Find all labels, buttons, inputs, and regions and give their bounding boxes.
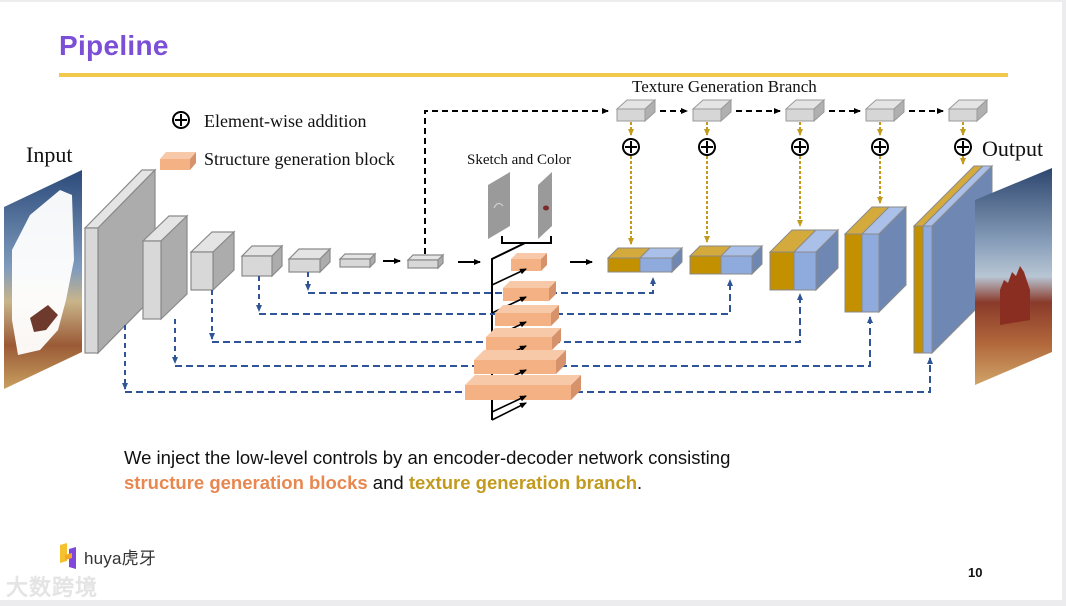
decoder-block xyxy=(768,228,840,292)
structure-phrase: structure generation blocks xyxy=(124,472,368,493)
page-title: Pipeline xyxy=(59,30,169,61)
skip-connection xyxy=(175,316,873,367)
structure-block xyxy=(511,253,547,271)
huya-logo-icon xyxy=(60,543,76,569)
logo-text: huya虎牙 xyxy=(84,548,157,568)
addition-icon xyxy=(791,138,809,156)
decoder-block xyxy=(843,205,908,314)
texture-branch-label: Texture Generation Branch xyxy=(632,77,817,96)
addition-icon xyxy=(954,138,972,156)
skip-connection xyxy=(212,293,803,343)
texture-generation-branch xyxy=(615,98,989,156)
encoder-block xyxy=(189,230,236,292)
caption-line-2: structure generation blocks and texture … xyxy=(124,470,730,495)
texture-block xyxy=(615,98,657,123)
skip-connection xyxy=(125,357,933,393)
sketch-color-label: Sketch and Color xyxy=(467,152,571,168)
sketch-inject-arrow xyxy=(491,395,527,413)
texture-block xyxy=(691,98,733,123)
encoder-block xyxy=(240,244,284,278)
texture-block xyxy=(947,98,989,123)
decoder xyxy=(606,156,994,355)
addition-icon xyxy=(172,111,190,129)
decoder-block xyxy=(688,244,764,276)
texture-phrase: texture generation branch xyxy=(408,472,638,493)
input-label: Input xyxy=(26,142,72,167)
texture-branch-input-arrow xyxy=(424,108,609,254)
structure-block xyxy=(486,328,561,350)
encoder-block xyxy=(338,252,377,269)
legend-addition-label: Element-wise addition xyxy=(204,111,366,131)
huya-logo: huya虎牙 xyxy=(60,543,156,569)
skip-connections xyxy=(122,272,933,393)
caption-period: . xyxy=(637,472,643,493)
encoder xyxy=(83,168,445,355)
encoder-block xyxy=(83,168,157,355)
watermark: 大数跨境 xyxy=(6,575,99,600)
decoder-block xyxy=(606,246,684,274)
output-image xyxy=(975,168,1052,385)
sketch-inject-arrow xyxy=(491,268,527,286)
bottleneck-block xyxy=(406,253,445,270)
structure-block xyxy=(495,305,559,326)
structure-generation-blocks xyxy=(465,253,581,421)
page-number: 10 xyxy=(968,565,983,580)
caption: We inject the low-level controls by an e… xyxy=(124,445,730,495)
structure-block xyxy=(503,281,556,301)
encoder-block xyxy=(141,214,189,321)
skip-connection xyxy=(259,279,733,315)
structure-block xyxy=(465,375,581,400)
output-label: Output xyxy=(982,136,1043,161)
addition-icon xyxy=(871,138,889,156)
addition-icon xyxy=(622,138,640,156)
sketch-inject-arrow xyxy=(491,402,527,421)
color-image xyxy=(538,172,552,239)
texture-block xyxy=(784,98,826,123)
structure-block xyxy=(474,350,566,374)
legend-structure-label: Structure generation block xyxy=(204,149,395,169)
legend: Element-wise addition Structure generati… xyxy=(160,111,395,170)
title-underline xyxy=(59,73,1008,77)
input-image xyxy=(4,170,82,389)
texture-block xyxy=(864,98,906,123)
addition-icon xyxy=(698,138,716,156)
caption-line-1: We inject the low-level controls by an e… xyxy=(124,447,731,468)
caption-and: and xyxy=(367,472,409,493)
encoder-block xyxy=(287,247,332,274)
sketch-image xyxy=(488,172,510,239)
sketch-bracket xyxy=(501,236,552,244)
structure-block-icon xyxy=(160,152,196,170)
skip-connection xyxy=(308,277,656,294)
